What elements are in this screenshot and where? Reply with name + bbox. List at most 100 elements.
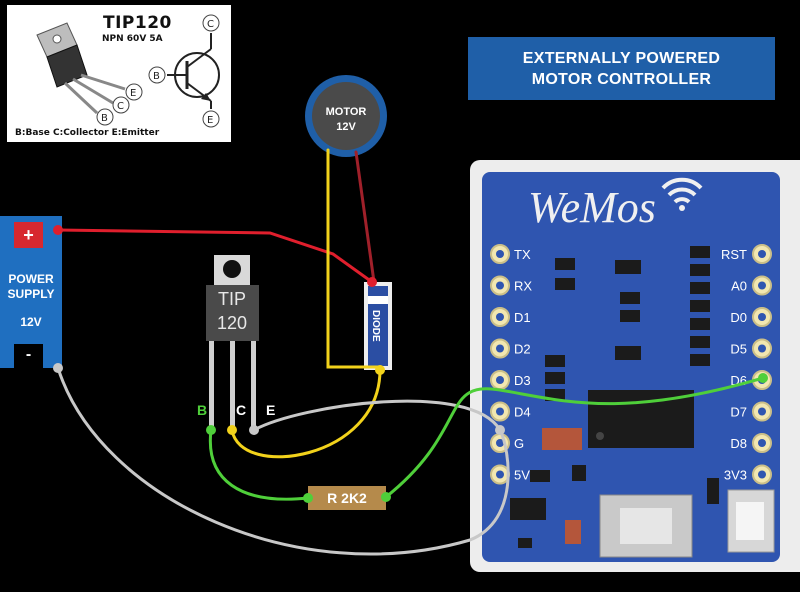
wire-psu-positive xyxy=(56,228,374,284)
transistor-leg-e xyxy=(251,341,256,429)
psu-positive-terminal: + xyxy=(14,222,43,248)
wemos-pin-label-d8: D8 xyxy=(730,436,747,451)
resistor-label: R 2K2 xyxy=(327,490,367,506)
wemos-pin-label-rx: RX xyxy=(514,279,532,294)
dot-collector xyxy=(227,425,237,435)
inset-package-c-label: C xyxy=(117,101,124,112)
inset-part-name: TIP120 xyxy=(103,13,172,33)
connection-points xyxy=(53,225,768,503)
wemos-pin-label-d0: D0 xyxy=(730,310,747,325)
inset-pin-legend: B:Base C:Collector E:Emitter xyxy=(15,128,160,138)
wemos-pin-hole-d2 xyxy=(496,344,504,353)
inset-package-b-label: B xyxy=(101,113,108,124)
transistor-body xyxy=(206,285,259,341)
wemos-pin-hole-d3 xyxy=(496,376,504,384)
dot-diode-top xyxy=(367,277,377,287)
transistor-pin-c-label: C xyxy=(236,402,246,418)
dot-emitter xyxy=(249,425,259,435)
transistor-pin-b-label: B xyxy=(197,402,207,418)
wemos-pin-label-d7: D7 xyxy=(730,405,747,420)
motor: MOTOR 12V xyxy=(305,75,387,157)
wemos-chip xyxy=(588,390,694,448)
wifi-icon xyxy=(661,177,703,204)
psu-label: POWER SUPPLY xyxy=(0,272,62,302)
motor-label: MOTOR xyxy=(326,106,367,118)
resistor: R 2K2 xyxy=(308,486,386,510)
dot-resistor-left xyxy=(303,493,313,503)
wire-diode-to-collector xyxy=(230,368,382,459)
inset-package-e-label: E xyxy=(130,88,136,99)
wemos-pin-hole-d5 xyxy=(758,344,766,353)
tip120-package-icon xyxy=(36,22,126,115)
wemos-pin-hole-d0 xyxy=(758,313,766,321)
wire-motor-to-diode-bottom xyxy=(326,148,380,369)
title-line-2: MOTOR CONTROLLER xyxy=(531,70,712,88)
wemos-pin-hole-a0 xyxy=(758,281,766,290)
transistor-leg-c xyxy=(230,341,235,429)
dot-diode-bottom xyxy=(375,365,385,375)
dot-psu-negative xyxy=(53,363,63,373)
wemos-logo: WeMos xyxy=(528,183,656,232)
diode-band xyxy=(368,296,388,304)
dot-resistor-right xyxy=(381,492,391,502)
wemos-pin-hole-d7 xyxy=(758,407,766,416)
dot-base xyxy=(206,425,216,435)
motor-voltage: 12V xyxy=(336,121,356,133)
dot-psu-positive xyxy=(53,225,63,235)
wemos-pin-hole-d4 xyxy=(496,407,504,416)
inset-symbol-e-label: E xyxy=(207,115,213,126)
title-line-1: EXTERNALLY POWERED xyxy=(522,49,721,67)
wemos-pin-label-d5: D5 xyxy=(730,342,747,357)
transistor-label-line-1: TIP xyxy=(218,289,246,309)
psu-label-line-1: POWER xyxy=(8,272,54,286)
transistor: TIP 120 B C E xyxy=(197,255,275,429)
wemos-pin-hole-rst xyxy=(758,250,766,258)
wemos-pin-label-d3: D3 xyxy=(514,373,531,388)
power-supply: + POWER SUPPLY 12V - xyxy=(0,216,62,368)
dot-wemos-g xyxy=(495,425,505,435)
wemos-pin-hole-rx xyxy=(496,281,504,290)
wemos-pin-hole-g xyxy=(496,439,504,447)
tip120-inset: C B E B C E TIP120 NPN 60V 5A B:Base C:C… xyxy=(7,5,231,142)
wemos-pin-label-a0: A0 xyxy=(731,279,747,294)
wemos-pin-hole-5v xyxy=(496,470,504,479)
wire-resistor-to-d6 xyxy=(384,376,765,499)
resistor-body xyxy=(308,486,386,510)
inset-symbol-b-label: B xyxy=(153,71,160,82)
wemos-pin-label-3v3: 3V3 xyxy=(724,468,747,483)
psu-label-line-2: SUPPLY xyxy=(7,287,55,301)
tip120-drawing: C B E B C E xyxy=(36,14,220,128)
transistor-pin-e-label: E xyxy=(266,402,275,418)
wemos-pin-hole-tx xyxy=(496,250,504,258)
inset-symbol-c-label: C xyxy=(207,19,214,30)
motor-body xyxy=(312,82,380,150)
wire-base-to-resistor xyxy=(208,428,310,501)
wemos-pin-label-rst: RST xyxy=(721,247,747,262)
wemos-pin-label-d4: D4 xyxy=(514,405,531,420)
dot-wemos-d6 xyxy=(758,373,768,383)
diode-label: DIODE xyxy=(370,310,381,342)
wemos-regulator xyxy=(599,494,693,558)
diagram-title: EXTERNALLY POWERED MOTOR CONTROLLER xyxy=(468,37,775,100)
transistor-label-line-2: 120 xyxy=(217,313,247,333)
wemos-pin-label-d1: D1 xyxy=(514,310,531,325)
wemos-pin-label-5v: 5V xyxy=(514,468,530,483)
wire-psu-negative xyxy=(56,366,510,556)
diode-body xyxy=(368,286,388,366)
wemos-pin-hole-d1 xyxy=(496,313,504,321)
wemos-pin-hole-3v3 xyxy=(758,470,766,479)
npn-symbol-icon xyxy=(167,33,220,109)
wemos-pin-label-d2: D2 xyxy=(514,342,531,357)
inset-part-spec: NPN 60V 5A xyxy=(102,34,163,44)
transistor-leg-b xyxy=(209,341,214,429)
diode: DIODE xyxy=(364,282,392,370)
wemos-pin-hole-d8 xyxy=(758,439,766,447)
wire-motor-to-diode xyxy=(354,150,376,284)
wemos-pin-label-tx: TX xyxy=(514,247,531,262)
psu-negative-terminal: - xyxy=(14,344,43,368)
